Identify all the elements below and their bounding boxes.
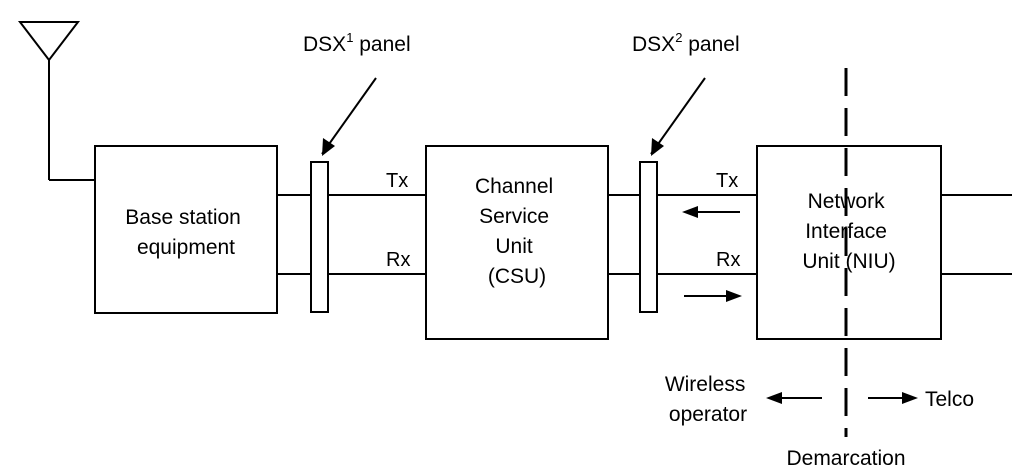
telco-arrowhead <box>902 392 918 404</box>
base-station-box <box>94 145 278 314</box>
rx-right-label: Rx <box>716 249 740 271</box>
base-station-label: Base station equipment <box>125 206 246 259</box>
tx-left-label: Tx <box>386 170 408 192</box>
dsx2-pointer-line <box>650 77 706 155</box>
niu-label: Network Interface Unit (NIU) <box>802 190 895 273</box>
rx-left-label: Rx <box>386 249 410 271</box>
dsx2-panel-bar <box>639 161 658 313</box>
dsx1-panel-bar <box>310 161 329 313</box>
csu-label: Channel Service Unit (CSU) <box>475 175 559 288</box>
demarcation-label: Demarcation <box>786 447 905 470</box>
antenna-icon <box>17 21 81 180</box>
tx-right-label: Tx <box>716 170 738 192</box>
wireless-arrowhead <box>766 392 782 404</box>
telco-label: Telco <box>925 388 974 411</box>
niu-box <box>756 145 942 340</box>
wireless-operator-label: Wireless operator <box>665 373 751 426</box>
rx-arrowhead <box>726 290 742 302</box>
dsx1-pointer-arrowhead <box>322 138 335 156</box>
dsx2-pointer-arrowhead <box>651 138 664 156</box>
csu-box <box>425 145 609 340</box>
dsx1-pointer-line <box>321 77 377 155</box>
dsx2-panel-label: DSX2 panel <box>632 30 740 56</box>
dsx1-panel-label: DSX1 panel <box>303 30 411 56</box>
tx-arrowhead <box>682 206 698 218</box>
